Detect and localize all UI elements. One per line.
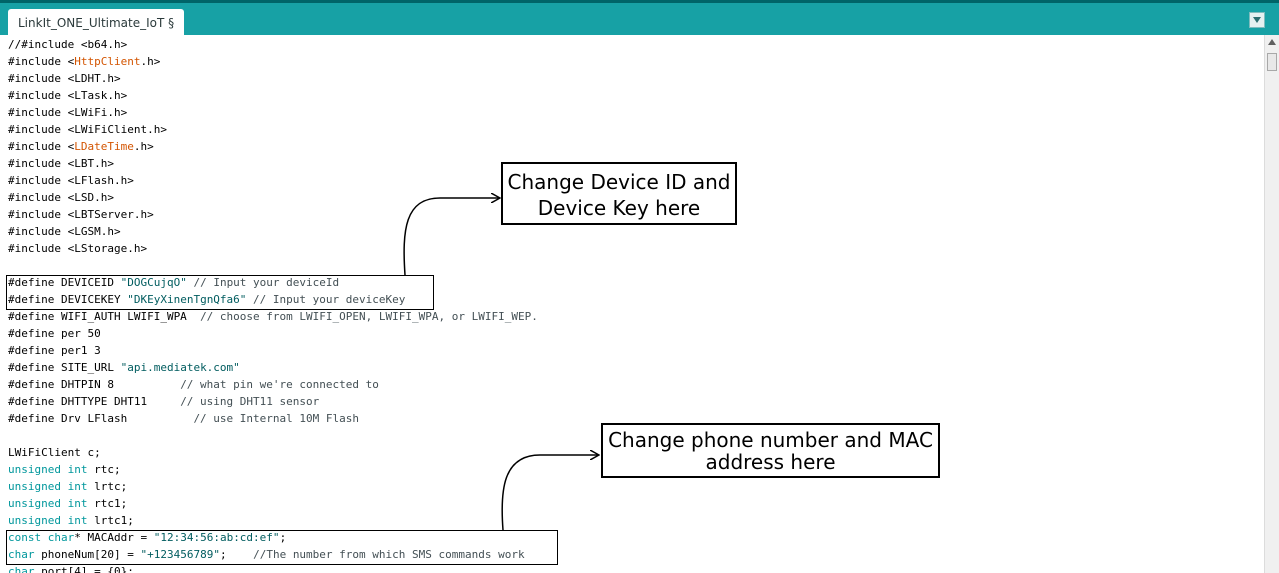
- code-token: "DKEyXinenTgnQfa6": [127, 293, 247, 306]
- callout-phone-mac: Change phone number and MAC address here: [601, 423, 940, 478]
- code-line: #define WIFI_AUTH LWIFI_WPA // choose fr…: [8, 310, 538, 327]
- code-token: * MACAddr =: [74, 531, 154, 544]
- code-token: #define Drv LFlash: [8, 412, 194, 425]
- code-token: rtc;: [87, 463, 121, 476]
- code-line: #define DEVICEID "DOGCujqO" // Input you…: [8, 276, 339, 293]
- callout-line: Change Device ID and: [507, 170, 731, 194]
- chevron-down-icon: [1253, 17, 1261, 23]
- code-token: lrtc1;: [87, 514, 134, 527]
- code-line: #include <LFlash.h>: [8, 174, 134, 187]
- code-token: const char: [8, 531, 75, 544]
- code-token: // use Internal 10M Flash: [193, 412, 360, 425]
- code-line: #define per1 3: [8, 344, 101, 357]
- code-line: #include <LWiFiClient.h>: [8, 123, 167, 136]
- code-token: "+123456789": [140, 548, 220, 561]
- code-line: #include <HttpClient.h>: [8, 55, 160, 72]
- callout-device-id-key: Change Device ID and Device Key here: [501, 162, 737, 225]
- code-token: unsigned int: [8, 497, 88, 510]
- code-token: // choose from LWIFI_OPEN, LWIFI_WPA, or…: [200, 310, 538, 323]
- code-line: unsigned int rtc1;: [8, 497, 127, 514]
- code-line: #define DHTTYPE DHT11 // using DHT11 sen…: [8, 395, 319, 412]
- code-line: unsigned int lrtc;: [8, 480, 127, 497]
- scroll-thumb[interactable]: [1267, 53, 1277, 71]
- scroll-up-icon[interactable]: [1267, 38, 1277, 46]
- code-editor[interactable]: //#include <b64.h>#include <HttpClient.h…: [0, 35, 1264, 573]
- code-token: #define DEVICEID: [8, 276, 121, 289]
- code-token: #define DEVICEKEY: [8, 293, 128, 306]
- code-token: // Input your deviceId: [186, 276, 340, 289]
- code-line: #include <LBT.h>: [8, 157, 114, 170]
- device-defines-highlight: [6, 275, 434, 310]
- code-line: #define DHTPIN 8 // what pin we're conne…: [8, 378, 379, 395]
- code-line: const char* MACAddr = "12:34:56:ab:cd:ef…: [8, 531, 286, 548]
- code-line: #include <LBTServer.h>: [8, 208, 154, 221]
- code-token: ;: [219, 548, 254, 561]
- code-token: ;: [279, 531, 287, 544]
- code-line: char phoneNum[20] = "+123456789"; //The …: [8, 548, 525, 565]
- tab-bar: LinkIt_ONE_Ultimate_IoT §: [0, 0, 1279, 38]
- code-token: #define DHTTYPE DHT11: [8, 395, 181, 408]
- code-line: #include <LGSM.h>: [8, 225, 121, 238]
- vertical-scrollbar[interactable]: [1264, 35, 1279, 573]
- code-line: #define Drv LFlash // use Internal 10M F…: [8, 412, 359, 429]
- code-token: "12:34:56:ab:cd:ef": [153, 531, 280, 544]
- code-token: #include <: [8, 55, 75, 68]
- code-token: #define WIFI_AUTH LWIFI_WPA: [8, 310, 201, 323]
- code-line: #include <LTask.h>: [8, 89, 128, 102]
- code-token: phoneNum[20] =: [34, 548, 141, 561]
- code-token: lrtc;: [87, 480, 128, 493]
- code-line: LWiFiClient c;: [8, 446, 101, 459]
- code-token: HttpClient: [74, 55, 141, 68]
- code-token: .h>: [140, 55, 161, 68]
- code-token: unsigned int: [8, 463, 88, 476]
- phone-mac-highlight: [6, 530, 558, 565]
- code-token: #define SITE_URL: [8, 361, 121, 374]
- code-line: #include <LSD.h>: [8, 191, 114, 204]
- code-line: #include <LDateTime.h>: [8, 140, 154, 157]
- code-line: #define per 50: [8, 327, 101, 340]
- code-line: #include <LDHT.h>: [8, 72, 121, 85]
- code-token: unsigned int: [8, 480, 88, 493]
- code-line: #include <LWiFi.h>: [8, 106, 128, 119]
- code-token: "DOGCujqO": [120, 276, 187, 289]
- code-token: LDateTime: [74, 140, 134, 153]
- code-token: #include <: [8, 140, 75, 153]
- code-line: //#include <b64.h>: [8, 38, 128, 51]
- tab-menu-button[interactable]: [1249, 12, 1265, 28]
- code-token: "api.mediatek.com": [120, 361, 240, 374]
- code-token: // what pin we're connected to: [180, 378, 379, 391]
- code-token: // using DHT11 sensor: [180, 395, 320, 408]
- code-line: #define DEVICEKEY "DKEyXinenTgnQfa6" // …: [8, 293, 405, 310]
- code-token: char: [8, 548, 35, 561]
- code-token: char: [8, 565, 35, 573]
- tab-sketch[interactable]: LinkIt_ONE_Ultimate_IoT §: [8, 9, 185, 38]
- code-token: //The number from which SMS commands wor…: [253, 548, 525, 561]
- callout-line: address here: [705, 450, 836, 474]
- code-line: #define SITE_URL "api.mediatek.com": [8, 361, 240, 378]
- code-line: char port[4] = {0};: [8, 565, 134, 573]
- code-token: rtc1;: [87, 497, 128, 510]
- code-token: .h>: [133, 140, 154, 153]
- code-token: // Input your deviceKey: [246, 293, 406, 306]
- callout-line: Change phone number and MAC: [608, 428, 933, 452]
- callout-line: Device Key here: [537, 196, 701, 220]
- code-token: port[4] = {0};: [34, 565, 134, 573]
- code-token: unsigned int: [8, 514, 88, 527]
- code-line: #include <LStorage.h>: [8, 242, 148, 255]
- code-token: #define DHTPIN 8: [8, 378, 181, 391]
- code-line: unsigned int lrtc1;: [8, 514, 134, 531]
- code-line: unsigned int rtc;: [8, 463, 121, 480]
